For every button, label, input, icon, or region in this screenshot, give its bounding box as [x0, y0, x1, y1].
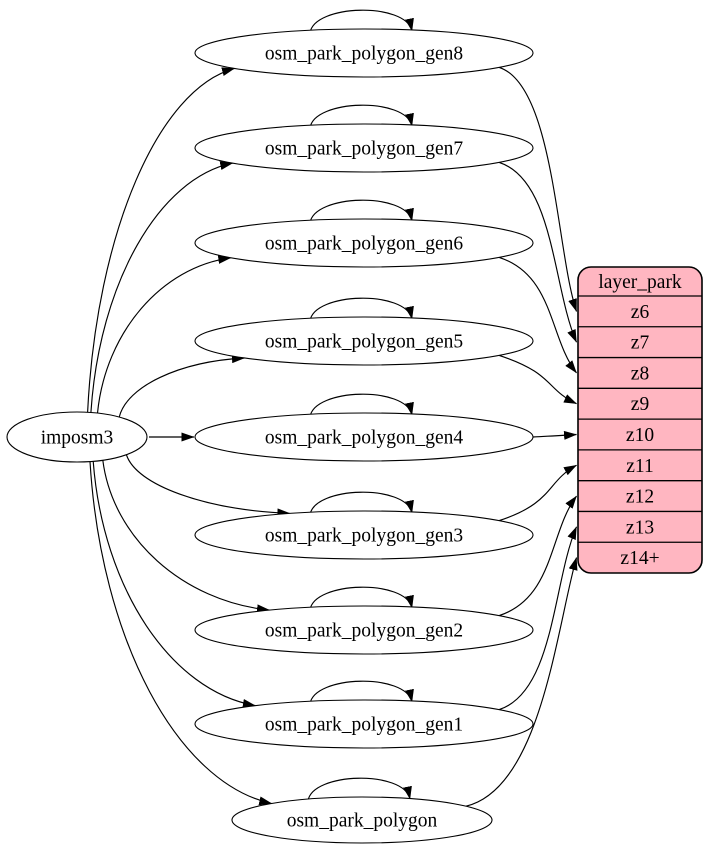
node-imposm3-shape	[6, 411, 148, 463]
edge-layer	[87, 9, 578, 807]
edge-osm_park_polygon_gen2-layer_park-z12	[499, 495, 577, 617]
edge-osm_park_polygon_gen3-layer_park-z11	[499, 464, 577, 522]
record-row-z8-label: z8	[631, 363, 649, 384]
node-osm_park_polygon_gen8-shape	[194, 28, 534, 78]
node-osm_park_polygon_gen1: osm_park_polygon_gen1	[194, 699, 534, 749]
edge-osm_park_polygon_gen6-osm_park_polygon_gen6	[309, 199, 414, 224]
node-osm_park_polygon_gen7-shape	[194, 123, 534, 173]
node-label: osm_park_polygon_gen7	[265, 139, 463, 160]
record-row-z9-label: z9	[631, 394, 649, 415]
edge-osm_park_polygon_gen5-layer_park-z9	[499, 354, 577, 405]
edge-osm_park_polygon_gen7-osm_park_polygon_gen7	[309, 104, 414, 129]
edge-imposm3-osm_park_polygon_gen6	[96, 255, 232, 414]
edge-osm_park_polygon_gen4-osm_park_polygon_gen4	[309, 393, 414, 418]
edge-osm_park_polygon_gen5-osm_park_polygon_gen5	[309, 297, 414, 322]
node-osm_park_polygon_gen2: osm_park_polygon_gen2	[194, 605, 534, 655]
node-osm_park_polygon_gen6: osm_park_polygon_gen6	[194, 218, 534, 268]
record-row-z7-label: z7	[631, 333, 650, 354]
edge-imposm3-osm_park_polygon	[89, 461, 273, 806]
edge-osm_park_polygon_gen4-layer_park-z10	[532, 430, 577, 440]
record-title: layer_park	[598, 272, 682, 293]
node-label: osm_park_polygon_gen1	[265, 715, 463, 736]
node-label: osm_park_polygon_gen6	[265, 234, 463, 255]
record-row-z11-label: z11	[626, 456, 653, 477]
edge-imposm3-osm_park_polygon_gen3	[125, 454, 291, 518]
node-label: osm_park_polygon_gen4	[265, 428, 463, 449]
edge-imposm3-osm_park_polygon_gen5	[118, 354, 245, 418]
edge-osm_park_polygon_gen1-layer_park-z13	[499, 526, 578, 711]
node-imposm3: imposm3	[6, 411, 148, 463]
node-label: imposm3	[41, 428, 114, 449]
node-layer: imposm3 osm_park_polygon_gen8 osm_park_pol…	[6, 28, 534, 844]
edge-osm_park_polygon_gen8-layer_park-z6	[499, 66, 578, 312]
edge-osm_park_polygon-osm_park_polygon	[307, 777, 412, 802]
node-osm_park_polygon_gen5-shape	[194, 316, 534, 366]
node-label: osm_park_polygon_gen3	[265, 526, 463, 547]
record-row-z10-label: z10	[626, 425, 654, 446]
record-layer_park: layer_park z6 z7 z8 z9 z10 z11 z12 z13 z14+	[577, 266, 703, 574]
edge-osm_park_polygon_gen1-osm_park_polygon_gen1	[309, 680, 414, 705]
node-label: osm_park_polygon_gen8	[265, 44, 463, 65]
edge-imposm3-osm_park_polygon_gen8	[87, 67, 235, 413]
edge-osm_park_polygon-layer_park-z14	[465, 557, 578, 807]
node-osm_park_polygon_gen7: osm_park_polygon_gen7	[194, 123, 534, 173]
edge-osm_park_polygon_gen3-osm_park_polygon_gen3	[309, 491, 414, 516]
record-row-z13-label: z13	[626, 517, 654, 538]
record-row-z6-label: z6	[631, 302, 650, 323]
node-osm_park_polygon_gen3: osm_park_polygon_gen3	[194, 510, 534, 560]
node-label: osm_park_polygon_gen2	[265, 621, 463, 642]
node-osm_park_polygon_gen3-shape	[194, 510, 534, 560]
record-row-z14-label: z14+	[620, 548, 659, 569]
edge-osm_park_polygon_gen7-layer_park-z7	[499, 161, 578, 343]
node-osm_park_polygon-shape	[231, 796, 493, 844]
edge-osm_park_polygon_gen8-osm_park_polygon_gen8	[309, 9, 414, 34]
node-osm_park_polygon_gen1-shape	[194, 699, 534, 749]
node-osm_park_polygon_gen2-shape	[194, 605, 534, 655]
node-osm_park_polygon_gen5: osm_park_polygon_gen5	[194, 316, 534, 366]
node-osm_park_polygon_gen8: osm_park_polygon_gen8	[194, 28, 534, 78]
edge-imposm3-osm_park_polygon_gen2	[102, 460, 270, 614]
node-label: osm_park_polygon_gen5	[265, 332, 463, 353]
edge-imposm3-osm_park_polygon_gen1	[92, 461, 256, 708]
node-label: osm_park_polygon	[287, 811, 438, 832]
edge-osm_park_polygon_gen6-layer_park-z8	[499, 256, 577, 374]
edge-osm_park_polygon_gen2-osm_park_polygon_gen2	[309, 586, 414, 611]
node-osm_park_polygon_gen4-shape	[194, 412, 534, 462]
node-osm_park_polygon_gen6-shape	[194, 218, 534, 268]
record-body	[577, 266, 703, 574]
node-osm_park_polygon_gen4: osm_park_polygon_gen4	[194, 412, 534, 462]
edge-imposm3-osm_park_polygon_gen7	[90, 161, 234, 413]
record-row-z12-label: z12	[626, 487, 654, 508]
node-osm_park_polygon: osm_park_polygon	[231, 796, 493, 844]
